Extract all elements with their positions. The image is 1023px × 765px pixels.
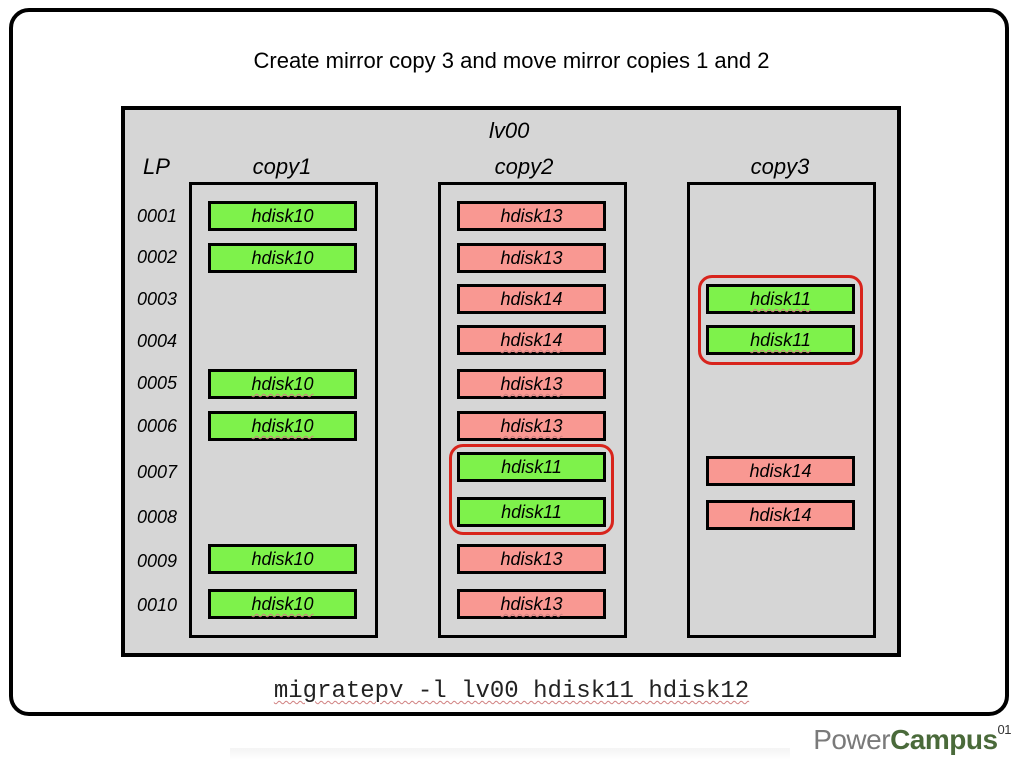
highlight-copy2-moved — [449, 444, 614, 535]
copy3-column — [687, 182, 876, 638]
pp-copy1-lp0001: hdisk10 — [208, 201, 357, 231]
lp-label: 0007 — [137, 462, 178, 482]
lp-label: 0005 — [137, 373, 178, 393]
slide-shadow — [230, 748, 790, 760]
column-header-copy1: copy1 — [252, 154, 312, 179]
pp-copy2-lp0003: hdisk14 — [457, 284, 606, 314]
pp-copy1-lp0010: hdisk10 — [208, 589, 357, 619]
copy2-column — [438, 182, 627, 638]
lp-label: 0006 — [137, 416, 178, 436]
pp-copy2-lp0002: hdisk13 — [457, 243, 606, 273]
command-line: migratepv -l lv00 hdisk11 hdisk12 — [273, 678, 750, 705]
pp-copy2-lp0001: hdisk13 — [457, 201, 606, 231]
pp-copy1-lp0005: hdisk10 — [208, 369, 357, 399]
pp-copy1-lp0009: hdisk10 — [208, 544, 357, 574]
pp-copy2-lp0006: hdisk13 — [457, 411, 606, 441]
copy1-column — [189, 182, 378, 638]
lp-label: 0002 — [137, 247, 178, 267]
pp-copy1-lp0006: hdisk10 — [208, 411, 357, 441]
pp-copy2-lp0008: hdisk11 — [457, 497, 606, 527]
pp-copy2-lp0009: hdisk13 — [457, 544, 606, 574]
lv-name: lv00 — [489, 118, 530, 143]
lp-label: 0008 — [137, 507, 178, 527]
column-header-copy3: copy3 — [750, 154, 810, 179]
column-header-copy2: copy2 — [494, 154, 554, 179]
pp-copy3-lp0003: hdisk11 — [706, 284, 855, 314]
powercampus-logo: PowerCampus01 — [813, 722, 1011, 755]
lp-label: 0004 — [137, 331, 178, 351]
lp-header: LP — [143, 154, 170, 179]
lp-label: 0010 — [137, 595, 178, 615]
slide-title: Create mirror copy 3 and move mirror cop… — [253, 48, 770, 73]
pp-copy3-lp0008: hdisk14 — [706, 500, 855, 530]
lp-label: 0009 — [137, 551, 178, 571]
pp-copy1-lp0002: hdisk10 — [208, 243, 357, 273]
pp-copy2-lp0007: hdisk11 — [457, 452, 606, 482]
pp-copy2-lp0010: hdisk13 — [457, 589, 606, 619]
pp-copy2-lp0004: hdisk14 — [457, 325, 606, 355]
highlight-copy3-moved — [698, 275, 863, 365]
lp-label: 0001 — [137, 206, 178, 226]
pp-copy3-lp0007: hdisk14 — [706, 456, 855, 486]
pp-copy3-lp0004: hdisk11 — [706, 325, 855, 355]
lp-label: 0003 — [137, 289, 178, 309]
pp-copy2-lp0005: hdisk13 — [457, 369, 606, 399]
